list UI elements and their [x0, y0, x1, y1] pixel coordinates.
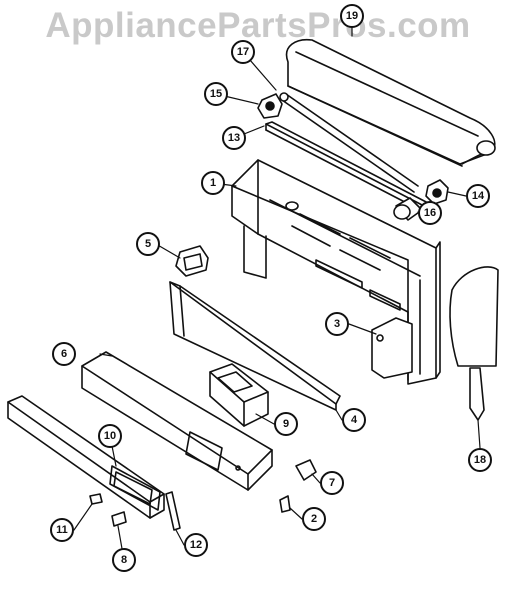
part-8-knob-shaft — [111, 511, 127, 527]
callout-2: 2 — [302, 507, 326, 531]
callout-8: 8 — [112, 548, 136, 572]
part-14-end-bracket — [425, 179, 449, 205]
part-9-timer-module — [209, 363, 269, 427]
part-3-side-bracket — [371, 317, 413, 379]
part-19-trim-cover — [285, 38, 496, 167]
callout-15: 15 — [204, 82, 228, 106]
callout-18: 18 — [468, 448, 492, 472]
part-10-trim-strip — [7, 395, 165, 519]
callout-1: 1 — [201, 171, 225, 195]
callout-10: 10 — [98, 424, 122, 448]
part-2-clip — [279, 495, 291, 513]
part-5-switch — [175, 245, 209, 277]
part-18-end-cap — [449, 266, 499, 421]
callout-4: 4 — [342, 408, 366, 432]
callout-11: 11 — [50, 518, 74, 542]
part-6-control-panel — [81, 351, 273, 491]
part-16-roller — [393, 197, 423, 221]
callout-12: 12 — [184, 533, 208, 557]
callout-16: 16 — [418, 201, 442, 225]
callout-17: 17 — [231, 40, 255, 64]
part-15-end-bracket — [257, 93, 283, 119]
watermark-text: AppliancePartsPros.com — [45, 6, 471, 45]
callout-7: 7 — [320, 471, 344, 495]
callout-3: 3 — [325, 312, 349, 336]
part-1-backguard-frame — [231, 159, 441, 385]
callout-19: 19 — [340, 4, 364, 28]
callout-14: 14 — [466, 184, 490, 208]
part-12-slim-bar — [165, 491, 181, 531]
part-11-button — [89, 493, 103, 505]
callout-13: 13 — [222, 126, 246, 150]
part-17-rod — [279, 92, 419, 193]
callout-6: 6 — [52, 342, 76, 366]
part-7-knob — [295, 459, 317, 481]
callout-5: 5 — [136, 232, 160, 256]
callout-9: 9 — [274, 412, 298, 436]
